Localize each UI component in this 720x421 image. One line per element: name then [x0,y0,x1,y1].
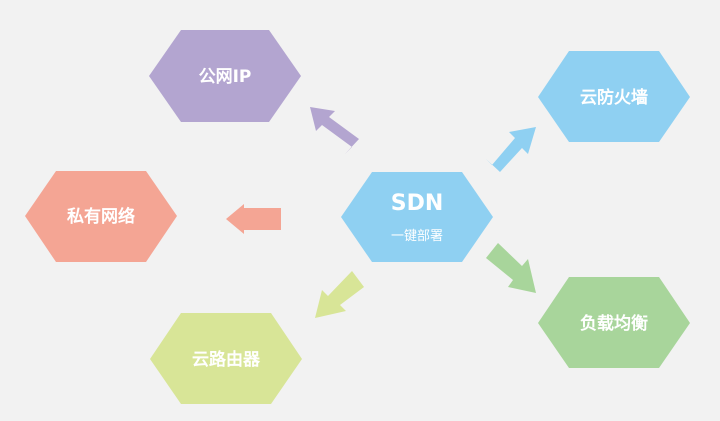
node-public-ip-label: 公网IP [199,67,252,87]
arrow-shape [315,271,364,318]
arrow-shape [486,243,536,293]
center-hexagon-shape [341,172,493,262]
arrow-shape [226,204,281,234]
center-subtitle: 一键部署 [391,229,443,244]
arrow-to-cloud-router [315,271,364,318]
node-load-balancer: 负载均衡 [538,277,690,368]
arrow-to-load-balancer [486,243,536,293]
node-public-ip: 公网IP [149,30,301,122]
arrow-shape [310,107,359,154]
arrow-shape [486,127,536,172]
center-hexagon: SDN 一键部署 [341,172,493,262]
node-cloud-router-label: 云路由器 [192,349,261,370]
arrow-to-public-ip [310,107,359,154]
node-firewall: 云防火墙 [538,51,690,142]
node-load-balancer-shape [538,277,690,368]
center-title: SDN [391,191,444,216]
node-public-ip-shape [149,30,301,122]
node-cloud-router: 云路由器 [150,313,302,404]
node-private-network-label: 私有网络 [67,206,135,227]
arrow-to-firewall [486,127,536,172]
node-firewall-shape [538,51,690,142]
node-firewall-label: 云防火墙 [580,87,648,108]
node-load-balancer-label: 负载均衡 [580,313,648,334]
arrow-to-private-network [226,204,281,234]
node-private-network-shape [25,171,177,262]
node-private-network: 私有网络 [25,171,177,262]
node-cloud-router-shape [150,313,302,404]
